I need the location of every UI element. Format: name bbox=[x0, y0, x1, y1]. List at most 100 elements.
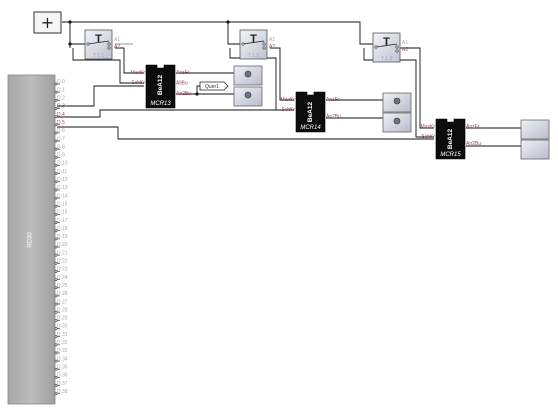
bus-pin-label: D.0 bbox=[57, 79, 65, 85]
bus-pin[interactable]: D.1 bbox=[54, 87, 65, 94]
wire[interactable] bbox=[227, 22, 241, 45]
bus-pin-label: D.21 bbox=[57, 250, 68, 256]
led-lamp-icon bbox=[244, 91, 252, 99]
bus-pin[interactable]: D.35 bbox=[54, 364, 68, 371]
bus-pin-label: D.29 bbox=[57, 316, 68, 322]
wire[interactable] bbox=[69, 22, 86, 45]
bus-pin[interactable]: D.5 bbox=[54, 120, 65, 127]
module-input-label: MaxKr bbox=[131, 70, 146, 76]
bus-pin[interactable]: D.0 bbox=[54, 79, 65, 86]
wire[interactable] bbox=[62, 21, 374, 45]
bus-pin[interactable]: D.24 bbox=[54, 275, 68, 282]
bus-pin[interactable]: D.30 bbox=[54, 324, 68, 330]
junction-dot bbox=[68, 42, 72, 46]
toggle-out-a: A1 bbox=[402, 40, 408, 46]
wire[interactable] bbox=[57, 85, 144, 107]
bus-pin-label: D.11 bbox=[57, 169, 67, 175]
bus-pin[interactable]: D.7 bbox=[54, 136, 65, 143]
bus-pin[interactable]: D.33 bbox=[54, 348, 68, 355]
bus-pin-label: D.30 bbox=[57, 324, 68, 330]
toggle-out-a: A1 bbox=[114, 37, 120, 43]
toggle-symbol: T bbox=[95, 33, 102, 45]
bus-pin[interactable]: D.22 bbox=[54, 259, 68, 265]
bus-pin-label: D.23 bbox=[57, 267, 68, 273]
bus-pin[interactable]: D.34 bbox=[54, 356, 68, 363]
bus-pin[interactable]: D.14 bbox=[54, 193, 68, 200]
add-button[interactable]: + bbox=[33, 11, 62, 34]
bus-pin[interactable]: D.31 bbox=[54, 332, 68, 339]
bus-pin[interactable]: D.23 bbox=[54, 267, 68, 273]
bus-pin[interactable]: D.15 bbox=[54, 201, 68, 208]
bus-pin[interactable]: D.20 bbox=[54, 242, 68, 249]
led-indicator[interactable] bbox=[233, 86, 263, 107]
bus-pin[interactable]: D.12 bbox=[54, 177, 68, 184]
led-indicator[interactable] bbox=[520, 139, 550, 160]
junction-dot bbox=[226, 20, 230, 24]
bus-bar[interactable]: RD30 D.0D.1D.2D.3D.4D.5D.6D.7D.8D.9D.10D… bbox=[7, 74, 68, 405]
bus-pin[interactable]: D.37 bbox=[54, 381, 68, 387]
bus-pin[interactable]: D.18 bbox=[54, 226, 68, 233]
led-lamp-icon bbox=[393, 97, 401, 105]
wire[interactable] bbox=[400, 47, 434, 129]
bus-pin-label: D.18 bbox=[57, 226, 68, 232]
bus-pin[interactable]: D.16 bbox=[54, 210, 68, 216]
bus-pin[interactable]: D.13 bbox=[54, 185, 68, 192]
led-indicator[interactable] bbox=[382, 92, 412, 113]
module-input-label: MaxKr bbox=[281, 97, 296, 103]
bus-pin[interactable]: D.38 bbox=[54, 389, 68, 396]
bus-pin[interactable]: D.27 bbox=[54, 299, 68, 306]
bus-pin-label: D.3 bbox=[57, 104, 65, 110]
bus-pin[interactable]: D.11 bbox=[54, 169, 68, 176]
wire[interactable] bbox=[115, 47, 144, 74]
bus-pin[interactable]: D.21 bbox=[54, 250, 68, 257]
led-indicator[interactable] bbox=[520, 119, 550, 140]
bus-pin-label: D.26 bbox=[57, 291, 68, 297]
bus-pin[interactable]: D.32 bbox=[54, 340, 68, 347]
signal-flag[interactable]: Quer1 bbox=[199, 81, 229, 91]
module-input-label: SchKr bbox=[281, 107, 295, 113]
bus-pin-label: D.32 bbox=[57, 340, 68, 346]
bus-pin[interactable]: D.19 bbox=[54, 234, 68, 241]
bus-pin-label: D.5 bbox=[57, 120, 65, 126]
wire[interactable] bbox=[270, 47, 294, 101]
bus-pin-label: D.36 bbox=[57, 373, 68, 379]
wire[interactable] bbox=[57, 109, 294, 118]
junctions bbox=[68, 20, 230, 96]
bus-pin[interactable]: D.9 bbox=[54, 153, 65, 159]
module-type: BeA12 bbox=[157, 74, 164, 95]
bus-pin[interactable]: D.3 bbox=[54, 104, 65, 110]
bus-pin-label: D.9 bbox=[57, 153, 65, 159]
module-output-label: AllBu bbox=[176, 81, 188, 87]
wire[interactable] bbox=[72, 48, 144, 84]
bus-pin-label: D.4 bbox=[57, 112, 65, 118]
bus-pin[interactable]: D.4 bbox=[54, 112, 65, 119]
bus-pin[interactable]: D.36 bbox=[54, 373, 68, 379]
bus-pin-label: D.38 bbox=[57, 389, 68, 395]
module-output-label: AnzFr bbox=[176, 70, 190, 76]
bus-pin[interactable]: D.2 bbox=[54, 96, 65, 102]
wire[interactable] bbox=[363, 48, 434, 138]
bus-pin-label: D.15 bbox=[57, 201, 68, 207]
led-indicator[interactable] bbox=[233, 65, 263, 86]
bus-pin-label: D.10 bbox=[57, 161, 68, 167]
junction-dot bbox=[68, 20, 72, 24]
bus-pin[interactable]: D.10 bbox=[54, 161, 68, 167]
module-output-label: AnzFr bbox=[326, 97, 340, 103]
bus-pin[interactable]: D.6 bbox=[54, 128, 65, 135]
bus-pin[interactable]: D.28 bbox=[54, 307, 68, 314]
wire[interactable] bbox=[57, 126, 434, 140]
bus-pin[interactable]: D.26 bbox=[54, 291, 68, 298]
bus-pin[interactable]: D.17 bbox=[54, 218, 68, 224]
bus-pin[interactable]: D.25 bbox=[54, 283, 68, 290]
bus-pin[interactable]: D.8 bbox=[54, 144, 65, 151]
module-output-label: An2Bu bbox=[326, 114, 341, 120]
led-indicator[interactable] bbox=[382, 112, 412, 133]
bus-pin[interactable]: D.29 bbox=[54, 316, 68, 322]
